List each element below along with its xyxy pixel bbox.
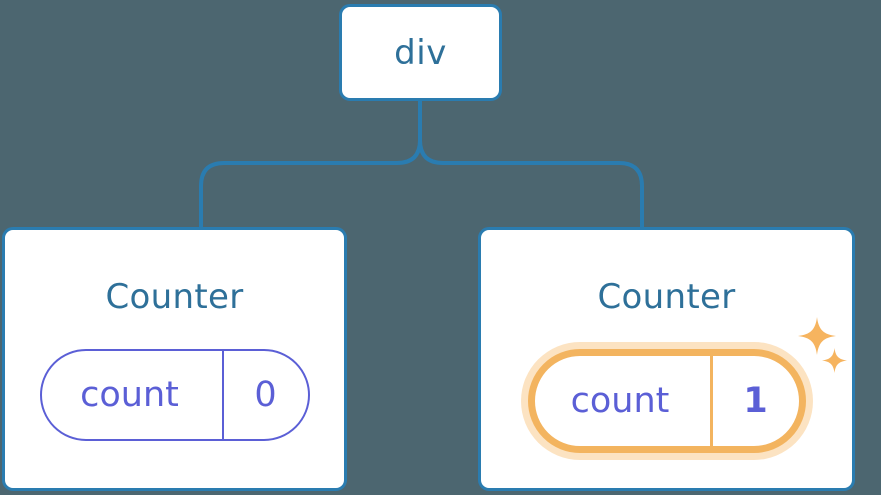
- state-value-right: 1: [709, 356, 799, 446]
- node-counter-left-title: Counter: [105, 277, 244, 317]
- node-div[interactable]: div: [339, 4, 502, 101]
- connector-to-left-counter: [199, 99, 422, 229]
- state-value-left: 0: [221, 351, 308, 439]
- state-pill-right[interactable]: count 1: [527, 349, 806, 453]
- node-counter-right-title: Counter: [597, 277, 736, 317]
- sparkle-group: [797, 317, 858, 387]
- sparkle-large-icon: [797, 317, 836, 355]
- state-pill-wrapper-left: count 0: [39, 349, 310, 441]
- node-counter-left[interactable]: Counter count 0: [2, 227, 347, 491]
- state-pill-wrapper-right: count 1: [527, 317, 847, 453]
- state-key-left: count: [80, 374, 179, 415]
- sparkle-small-icon: [821, 348, 847, 373]
- node-counter-right[interactable]: Counter count 1: [478, 227, 855, 491]
- connector-to-right-counter: [418, 99, 644, 229]
- state-pill-left[interactable]: count 0: [39, 349, 310, 441]
- state-key-right: count: [570, 380, 670, 421]
- node-div-label: div: [394, 32, 447, 73]
